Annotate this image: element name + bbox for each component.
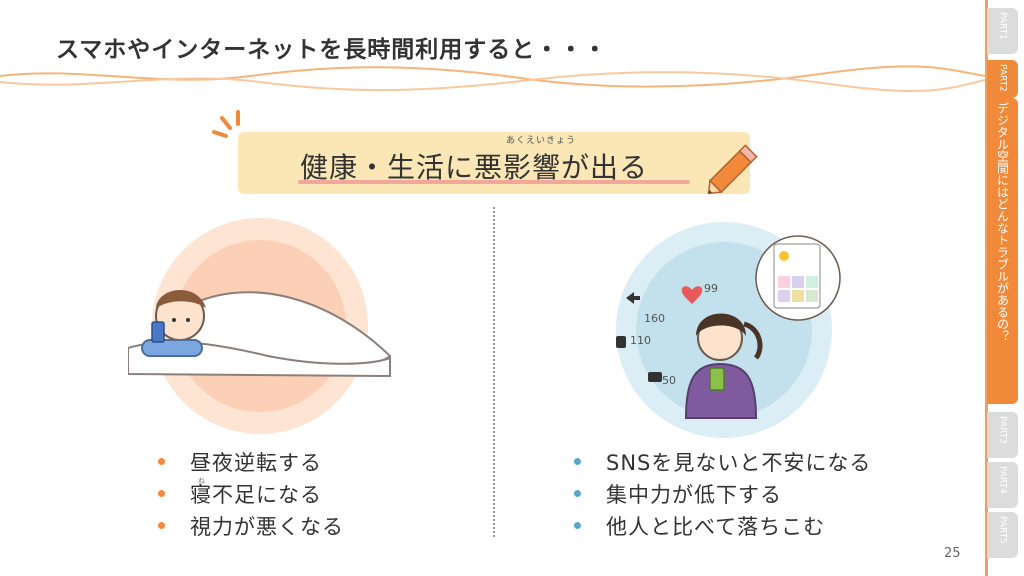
- right-bullet-list: SNSを見ないと不安になる 集中力が低下する 他人と比べて落ちこむ: [574, 447, 871, 543]
- thumbs-up-icon: [616, 336, 626, 348]
- left-bullet-list: 昼夜逆転する 寝不足になる 視力が悪くなる: [158, 447, 344, 543]
- comment-icon: [648, 372, 662, 382]
- bullet-dot: [574, 522, 581, 529]
- retweet-icon: [626, 292, 640, 304]
- furigana-ne: ね: [198, 477, 205, 485]
- boy-in-bed-illustration: [128, 218, 392, 434]
- retweet-count: 160: [644, 312, 665, 325]
- bullet-dot: [158, 490, 165, 497]
- emphasis-marks-icon: [212, 110, 240, 138]
- bullet-dot: [158, 458, 165, 465]
- slide-title: スマホやインターネットを長時間利用すると・・・: [56, 37, 608, 63]
- list-item: 寝不足になる: [158, 479, 344, 511]
- headline-text: 健康・生活に悪影響が出る: [300, 151, 649, 184]
- bullet-dot: [158, 522, 165, 529]
- list-item: 他人と比べて落ちこむ: [574, 511, 871, 543]
- tab-part-2-title[interactable]: デジタル空間にはどんなトラブルがあるの？: [987, 98, 1018, 404]
- list-item: 昼夜逆転する: [158, 447, 344, 479]
- bullet-dot: [574, 458, 581, 465]
- comments-count: 50: [662, 374, 676, 387]
- column-divider: [493, 207, 495, 537]
- bullet-dot: [574, 490, 581, 497]
- thumbs-count: 110: [630, 334, 651, 347]
- sidebar-accent-line: [985, 0, 988, 576]
- headline-underline: [298, 180, 690, 184]
- wave-divider: [0, 65, 985, 92]
- list-item: 集中力が低下する: [574, 479, 871, 511]
- list-item: SNSを見ないと不安になる: [574, 447, 871, 479]
- hearts-count: 99: [704, 282, 718, 295]
- page-number: 25: [944, 546, 961, 561]
- girl-with-sns-illustration: 99 160 110 50: [616, 222, 841, 438]
- headline-ruby: あくえいきょう: [506, 136, 577, 146]
- list-item: 視力が悪くなる: [158, 511, 344, 543]
- pencil-icon: [707, 144, 758, 195]
